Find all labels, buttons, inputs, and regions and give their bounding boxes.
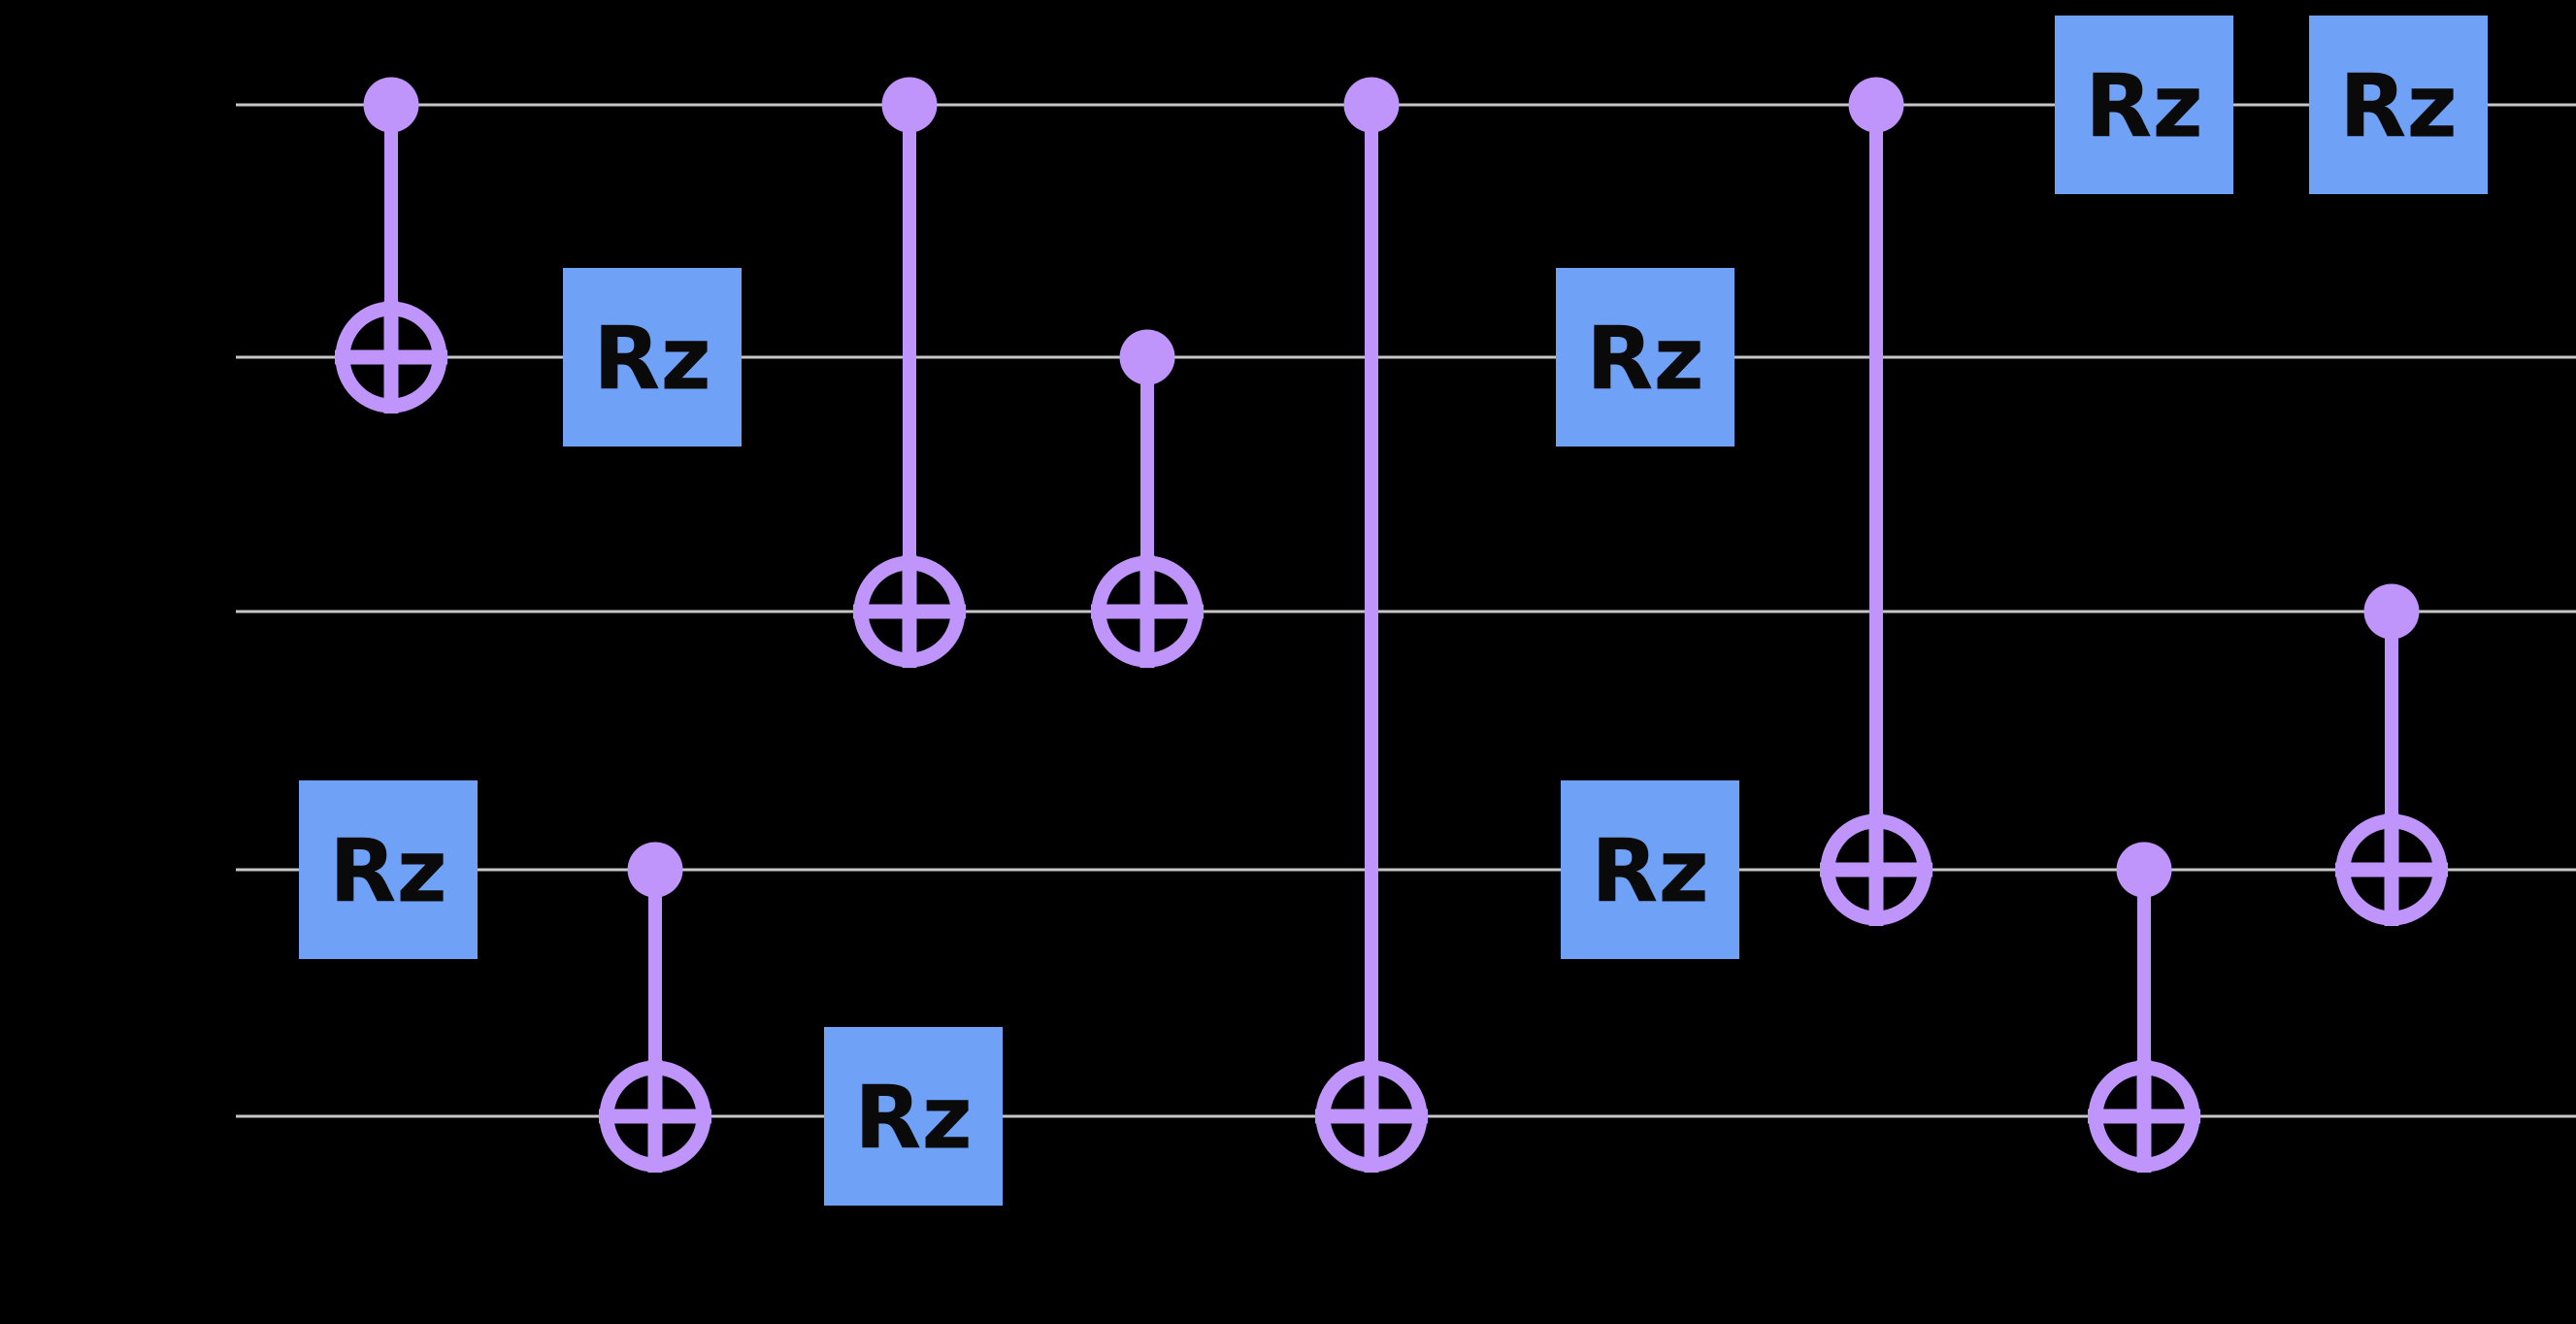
rz-gate-box bbox=[563, 268, 742, 447]
cnot-gate-q0-q3 bbox=[1820, 77, 1932, 926]
cnot-gate-q1-q2 bbox=[1091, 329, 1204, 668]
rz-gate-q0: Rz bbox=[2309, 16, 2488, 194]
rz-gate-label: Rz bbox=[2085, 55, 2203, 157]
rz-gate-label: Rz bbox=[1586, 308, 1704, 410]
cnot-target-icon bbox=[1315, 1060, 1428, 1173]
control-dot bbox=[1848, 77, 1904, 133]
control-dot bbox=[1119, 329, 1175, 385]
cnot-target-icon bbox=[2088, 1060, 2200, 1173]
rz-gate-label: Rz bbox=[329, 820, 447, 922]
cnot-target-icon bbox=[1820, 813, 1932, 926]
cnot-target-icon bbox=[853, 555, 966, 668]
control-dot bbox=[2116, 842, 2172, 898]
rz-gate-q1: Rz bbox=[563, 268, 742, 447]
rz-gate-label: Rz bbox=[2339, 55, 2458, 157]
rz-gate-label: Rz bbox=[593, 308, 711, 410]
cnot-gate-q3-q4 bbox=[2088, 842, 2200, 1173]
control-dot bbox=[363, 77, 419, 133]
control-dot bbox=[881, 77, 938, 133]
cnot-gate-q0-q1 bbox=[335, 77, 447, 414]
control-dot bbox=[627, 842, 683, 898]
rz-gate-label: Rz bbox=[1591, 820, 1709, 922]
rz-gate-box bbox=[1561, 780, 1739, 959]
rz-gate-box bbox=[2309, 16, 2488, 194]
cnot-target-icon bbox=[599, 1060, 711, 1173]
cnot-gate-q0-q2 bbox=[853, 77, 966, 668]
rz-gate-box bbox=[299, 780, 478, 959]
cnot-gate-q0-q4 bbox=[1315, 77, 1428, 1173]
rz-gate-q3: Rz bbox=[1561, 780, 1739, 959]
cnot-target-icon bbox=[1091, 555, 1204, 668]
cnot-gate-q2-q3 bbox=[2335, 583, 2448, 926]
cnot-target-icon bbox=[335, 301, 447, 414]
rz-gate-q0: Rz bbox=[2055, 16, 2233, 194]
rz-gate-box bbox=[1556, 268, 1734, 447]
rz-gate-box bbox=[2055, 16, 2233, 194]
rz-gate-q4: Rz bbox=[824, 1027, 1003, 1206]
cnot-gate-q3-q4 bbox=[599, 842, 711, 1173]
rz-gate-box bbox=[824, 1027, 1003, 1206]
rz-gate-q1: Rz bbox=[1556, 268, 1734, 447]
rz-gate-label: Rz bbox=[854, 1067, 973, 1169]
cnot-target-icon bbox=[2335, 813, 2448, 926]
control-dot bbox=[1343, 77, 1400, 133]
rz-gate-q3: Rz bbox=[299, 780, 478, 959]
control-dot bbox=[2363, 583, 2420, 640]
